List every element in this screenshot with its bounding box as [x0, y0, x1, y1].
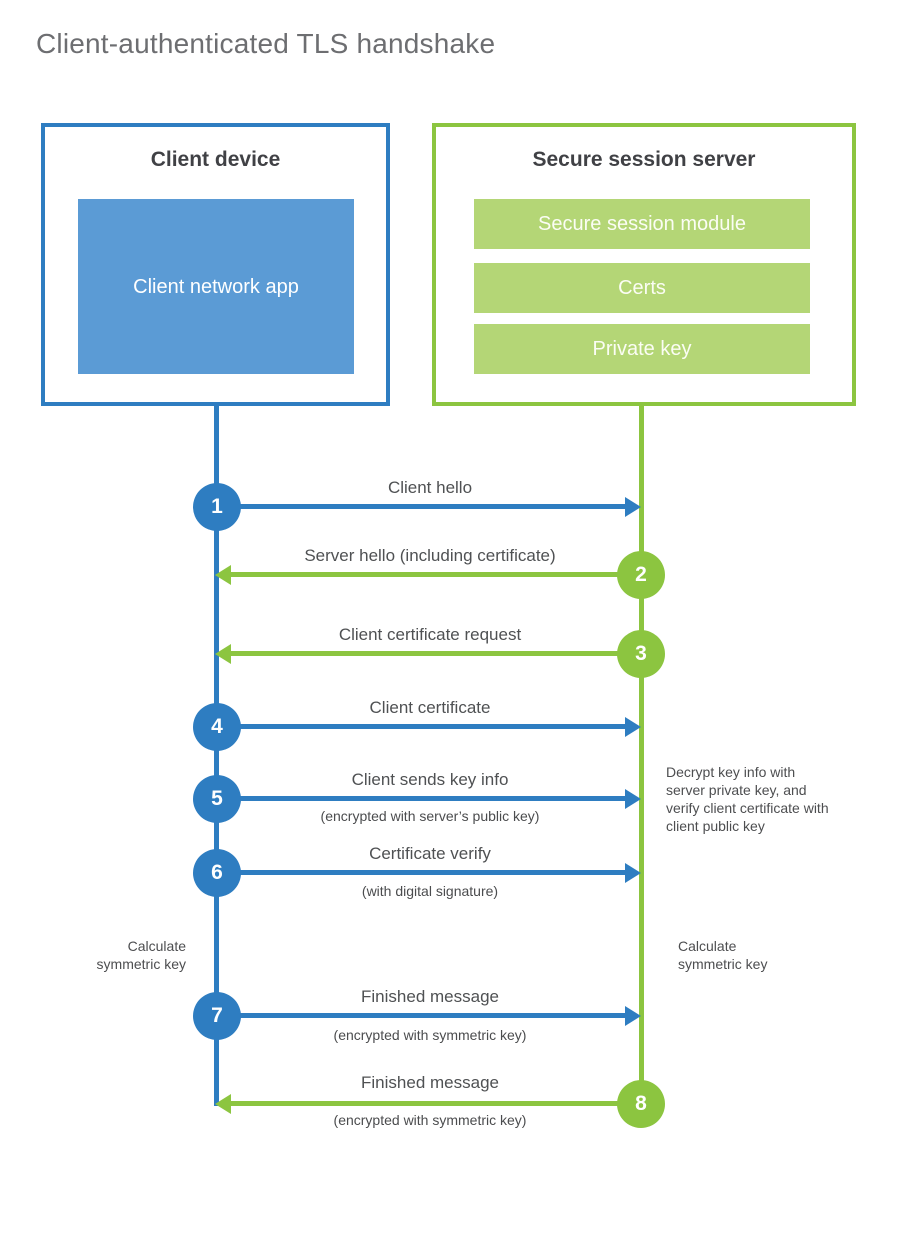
client-network-app-box: Client network app: [78, 199, 354, 374]
step-circle-6: 6: [193, 849, 241, 897]
message-sublabel: (with digital signature): [361, 883, 499, 899]
client-network-app-label: Client network app: [133, 275, 299, 298]
message-label: Client hello: [387, 478, 473, 497]
calculate-symmetric-key-note-client: Calculate symmetric key: [96, 938, 186, 972]
decrypt-key-note: Decrypt key info with server private key…: [666, 764, 829, 834]
message-label: Server hello (including certificate): [304, 546, 556, 565]
message-label: Finished message: [361, 1073, 499, 1092]
step-circle-4: 4: [193, 703, 241, 751]
server-module-certs: Certs: [474, 263, 810, 313]
message-sublabel: (encrypted with symmetric key): [333, 1112, 527, 1128]
client-device-title: Client device: [150, 148, 281, 171]
arrow-right-icon: [240, 716, 641, 737]
step-circle-5: 5: [193, 775, 241, 823]
step-circle-1: 1: [193, 483, 241, 531]
server-module-private-key: Private key: [474, 324, 810, 374]
calculate-symmetric-key-note-server: Calculate symmetric key: [678, 938, 768, 972]
arrow-right-icon: [240, 496, 641, 517]
page-title: Client-authenticated TLS handshake: [36, 28, 496, 59]
step-circle-3: 3: [617, 630, 665, 678]
step-circle-8: 8: [617, 1080, 665, 1128]
client-lifeline: [214, 406, 219, 1106]
message-label: Client sends key info: [351, 770, 509, 789]
server-lifeline: [639, 406, 644, 1106]
message-label: Client certificate: [369, 698, 491, 717]
message-sublabel: (encrypted with symmetric key): [333, 1027, 527, 1043]
message-sublabel: (encrypted with server’s public key): [320, 808, 540, 824]
arrow-right-icon: [240, 862, 641, 883]
message-label: Certificate verify: [369, 844, 491, 863]
arrow-left-icon: [215, 1093, 620, 1114]
step-circle-7: 7: [193, 992, 241, 1040]
arrow-left-icon: [215, 643, 620, 664]
step-circle-2: 2: [617, 551, 665, 599]
message-label: Client certificate request: [338, 625, 522, 644]
message-label: Finished message: [361, 987, 499, 1006]
server-module-secure-session: Secure session module: [474, 199, 810, 249]
arrow-left-icon: [215, 564, 620, 585]
secure-session-server-title: Secure session server: [532, 148, 756, 171]
arrow-right-icon: [240, 1005, 641, 1026]
arrow-right-icon: [240, 788, 641, 809]
